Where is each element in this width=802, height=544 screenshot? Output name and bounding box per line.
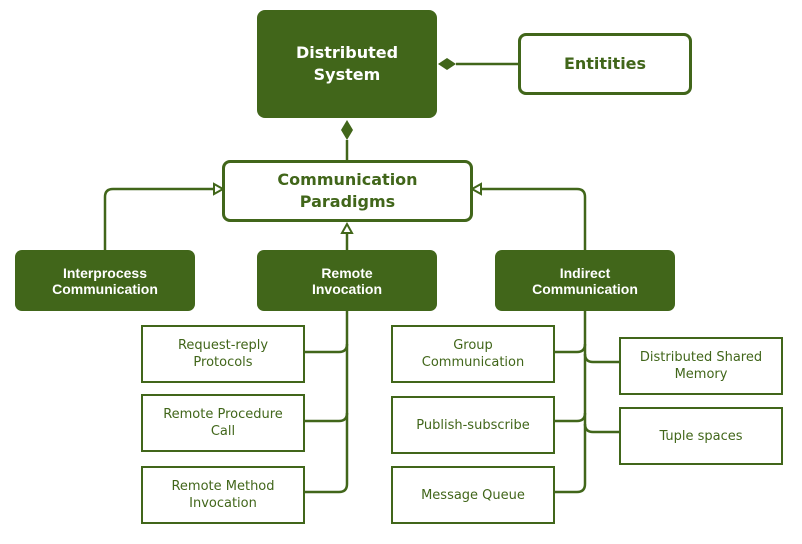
edge-indirect-to-paradigms [481, 187, 587, 251]
edge-indirect-trunk [554, 310, 587, 494]
edge-remote-invocation-trunk [304, 310, 349, 494]
edge-to-request-reply [304, 343, 349, 354]
edge-to-group-comm [554, 343, 587, 354]
node-indirect-communication[interactable]: Indirect Communication [495, 250, 675, 311]
node-tuple-spaces[interactable]: Tuple spaces [619, 407, 783, 465]
node-publish-subscribe[interactable]: Publish-subscribe [391, 396, 555, 454]
composition-diamond-icon [438, 58, 456, 70]
generalization-arrow-icon [340, 221, 354, 234]
edge-interprocess-to-paradigms [103, 187, 214, 251]
node-message-queue[interactable]: Message Queue [391, 466, 555, 524]
edge-to-publish-subscribe [554, 412, 587, 423]
node-distributed-system[interactable]: Distributed System [257, 10, 437, 118]
generalization-arrow-icon [469, 182, 482, 196]
node-entities[interactable]: Entitities [518, 33, 692, 95]
node-request-reply-protocols[interactable]: Request-reply Protocols [141, 325, 305, 383]
generalization-arrow-icon [213, 182, 226, 196]
node-communication-paradigms[interactable]: Communication Paradigms [222, 160, 473, 222]
node-remote-method-invocation[interactable]: Remote Method Invocation [141, 466, 305, 524]
edge-to-tuple-spaces [583, 423, 620, 434]
node-interprocess-communication[interactable]: Interprocess Communication [15, 250, 195, 311]
node-distributed-shared-memory[interactable]: Distributed Shared Memory [619, 337, 783, 395]
node-remote-procedure-call[interactable]: Remote Procedure Call [141, 394, 305, 452]
composition-diamond-icon [341, 120, 353, 140]
edge-to-dsm [583, 353, 620, 364]
node-group-communication[interactable]: Group Communication [391, 325, 555, 383]
edge-to-rpc [304, 412, 349, 423]
node-remote-invocation[interactable]: Remote Invocation [257, 250, 437, 311]
